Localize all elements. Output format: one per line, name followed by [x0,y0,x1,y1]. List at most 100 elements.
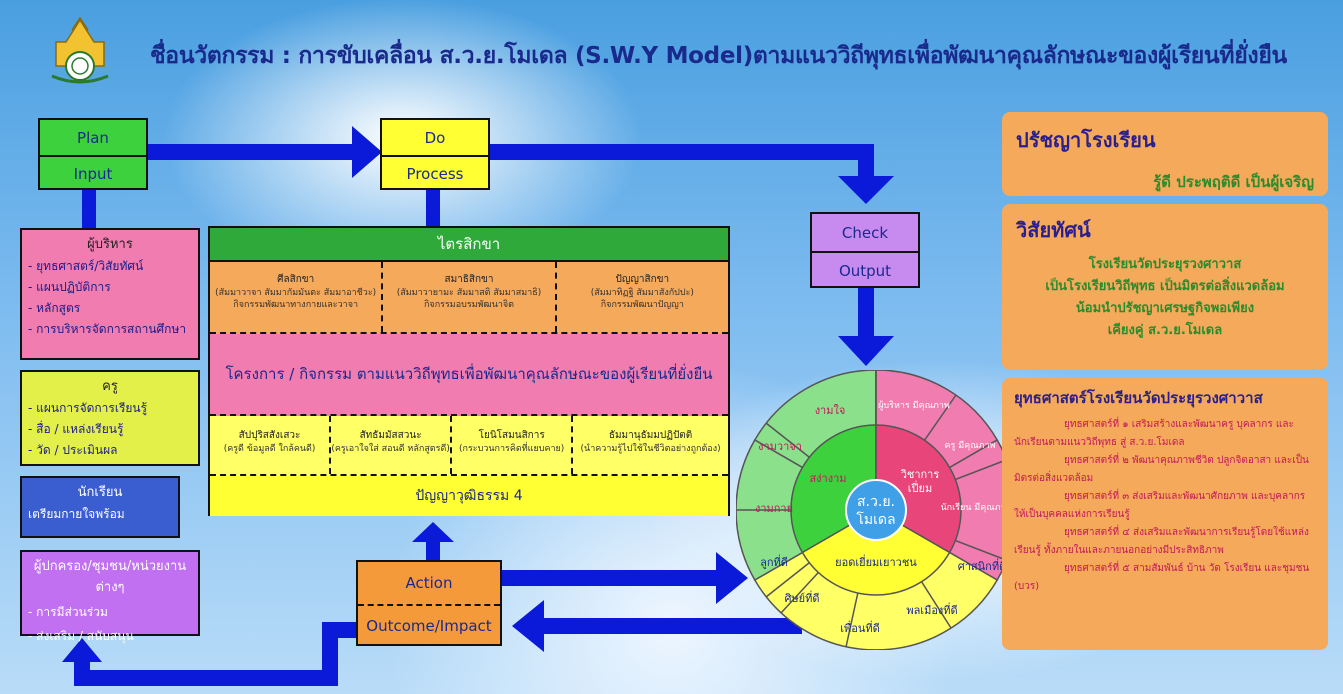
sikkha-row: ศีลสิกขา (สัมมาวาจา สัมมากัมมันตะ สัมมาอ… [210,262,728,334]
pink-outer-label: ผู้บริหาร มีคุณภาพ [878,400,950,411]
center-label-1: ส.ว.ย. [857,494,895,510]
yellow-outer-label: ลูกที่ดี [760,554,788,569]
administrators-title: ผู้บริหาร [87,237,133,252]
sikkha-name: สมาธิสิกขา [444,274,494,285]
sikkha-activity: กิจกรรมพัฒนาปัญญา [600,300,684,310]
wisdom-item-4: ธัมมานุธัมมปฏิปัตติ (นำความรู้ไปใช้ในชีว… [573,416,728,474]
vision-line: โรงเรียนวัดประยุรวงศาวาส [1088,257,1242,272]
do-box: Do Process [380,118,490,190]
pink-outer-label: นักเรียน มีคุณภาพ [940,502,1011,513]
arrow-plan-to-do [148,144,358,160]
projects-text: โครงการ / กิจกรรม ตามแนววิถีพุทธเพื่อพัฒ… [210,334,728,416]
vision-panel: วิสัยทัศน์ โรงเรียนวัดประยุรวงศาวาส เป็น… [1002,204,1328,370]
vision-line: น้อมนำปรัชญาเศรษฐกิจพอเพียง [1075,301,1255,316]
do-label: Do [382,120,488,157]
yellow-outer-label: เพื่อนที่ดี [840,620,880,635]
vision-line: เป็นโรงเรียนวิถีพุทธ เป็นมิตรต่อสิ่งแวดล… [1045,279,1285,294]
list-item: - ส่งเสริม / สนับสนุน [28,629,134,643]
trisikkha-header: ไตรสิกขา [210,228,728,262]
arrow-check-to-wheel [858,288,874,340]
action-label: Action [358,562,500,606]
wisdom-row: สัปปุริสสังเสวะ (ครูดี ข้อมูลดี ใกล้คนดี… [210,416,728,476]
students-box: นักเรียน เตรียมกายใจพร้อม [20,476,180,538]
arrow-action-loop [74,622,356,686]
arrowhead-check-to-wheel [838,336,894,366]
output-label: Output [838,261,892,280]
arrowhead-plan-to-do [352,126,382,178]
strategy-line: ยุทธศาสตร์ที่ ๔ ส่งเสริมและพัฒนาการเรียน… [1014,527,1309,556]
wisdom-detail: (นำความรู้ไปใช้ในชีวิตอย่างถูกต้อง) [580,444,721,454]
green-inner-label: สง่างาม [809,472,846,485]
arrowhead-action-loop [62,638,102,662]
yellow-inner-sector [801,509,951,596]
arrow-plan-down [82,190,96,230]
wisdom-item-3: โยนิโสมนสิการ (กระบวนการคิดที่แยบคาย) [452,416,574,474]
wisdom-item-2: สัทธัมมัสสวนะ (ครูเอาใจใส่ สอนดี หลักสูต… [331,416,453,474]
philosophy-heading: ปรัชญาโรงเรียน [1016,128,1156,152]
arrowhead-action-to-process [412,522,454,542]
school-logo-icon [51,16,109,84]
plan-box: Plan Input [38,118,148,190]
community-title: ผู้ปกครอง/ชุมชน/หน่วยงานต่างๆ [33,559,187,595]
pink-inner-label-2: เปี่ยม [908,480,932,495]
strategy-panel: ยุทธศาสตร์โรงเรียนวัดประยุรวงศาวาส ยุทธศ… [1002,378,1328,650]
arrow-do-to-trisikkha [426,186,440,226]
yellow-inner-label: ยอดเยี่ยมเยาวชน [835,554,917,569]
yellow-outer-label: พลเมืองที่ดี [906,602,957,617]
list-item: - แผนปฏิบัติการ [28,280,111,294]
wisdom-name: สัทธัมมัสสวนะ [359,430,422,441]
strategy-line: ยุทธศาสตร์ที่ ๓ ส่งเสริมและพัฒนาศักยภาพ … [1014,491,1306,520]
list-item: เตรียมกายใจพร้อม [28,507,125,521]
sikkha-activity: กิจกรรมพัฒนาทางกายและวาจา [233,300,359,310]
strategy-line: ยุทธศาสตร์ที่ ๕ สามสัมพันธ์ บ้าน วัด โรง… [1014,563,1310,592]
action-box: Action Outcome/Impact [356,560,502,646]
list-item: - สื่อ / แหล่งเรียนรู้ [28,422,124,436]
wheel-center [845,479,907,541]
wisdom-name: สัปปุริสสังเสวะ [238,430,301,441]
list-item: - การมีส่วนร่วม [28,605,108,619]
philosophy-panel: ปรัชญาโรงเรียน รู้ดี ประพฤติดี เป็นผู้เจ… [1002,112,1328,196]
wisdom-footer: ปัญญาวุฒิธรรม 4 [210,476,728,516]
sikkha-detail: (สัมมาวายามะ สัมมาสติ สัมมาสมาธิ) [396,288,542,298]
strategy-heading: ยุทธศาสตร์โรงเรียนวัดประยุรวงศาวาส [1014,389,1263,407]
strategy-line: ยุทธศาสตร์ที่ ๒ พัฒนาคุณภาพชีวิต ปลูกจิต… [1014,455,1309,484]
vision-text: โรงเรียนวัดประยุรวงศาวาส เป็นโรงเรียนวิถ… [1016,254,1314,342]
arrow-do-to-check [490,144,870,160]
wisdom-name: ธัมมานุธัมมปฏิปัตติ [608,430,693,441]
process-box: ไตรสิกขา ศีลสิกขา (สัมมาวาจา สัมมากัมมัน… [208,226,730,516]
sikkha-name: ปัญญาสิกขา [615,274,670,285]
swy-model-wheel: ส.ว.ย. โมเดล สง่างาม วิชาการ เปี่ยม ยอดเ… [736,370,1016,650]
wisdom-detail: (ครูเอาใจใส่ สอนดี หลักสูตรดี) [331,444,450,454]
students-title: นักเรียน [77,485,123,500]
check-label: Check [812,214,918,253]
sikkha-activity: กิจกรรมอบรมพัฒนาจิต [423,300,515,310]
input-label: Input [73,164,113,183]
plan-label: Plan [40,120,146,157]
center-label-2: โมเดล [856,511,895,528]
check-box: Check Output [810,212,920,288]
list-item: - วัด / ประเมินผล [28,443,118,457]
philosophy-text: รู้ดี ประพฤติดี เป็นผู้เจริญ [1153,173,1314,191]
arrow-wheel-to-action [540,618,802,634]
wisdom-detail: (กระบวนการคิดที่แยบคาย) [458,444,565,454]
green-outer-label: งามใจ [815,404,846,417]
panya-sikkha: ปัญญาสิกขา (สัมมาทิฏฐิ สัมมาสังกัปปะ) กิ… [557,262,728,332]
arrow-do-to-check-vertical [858,144,874,180]
strategy-line: ยุทธศาสตร์ที่ ๑ เสริมสร้างและพัฒนาครู บุ… [1014,419,1294,448]
green-outer-label: งามกาย [755,502,793,515]
pink-inner-label-1: วิชาการ [900,468,939,481]
green-outer-label: งามวาจา [758,440,802,453]
arrowhead-wheel-to-action [512,600,544,652]
list-item: - หลักสูตร [28,301,81,315]
list-item: - แผนการจัดการเรียนรู้ [28,401,148,415]
samadhi-sikkha: สมาธิสิกขา (สัมมาวายามะ สัมมาสติ สัมมาสม… [383,262,557,332]
yellow-outer-label: ศิษย์ที่ดี [784,590,819,605]
list-item: - ยุทธศาสตร์/วิสัยทัศน์ [28,259,144,273]
arrow-action-to-process [426,540,440,560]
outcome-impact-label: Outcome/Impact [366,617,492,635]
community-box: ผู้ปกครอง/ชุมชน/หน่วยงานต่างๆ - การมีส่ว… [20,550,200,643]
sila-sikkha: ศีลสิกขา (สัมมาวาจา สัมมากัมมันตะ สัมมาอ… [210,262,384,332]
wisdom-name: โยนิโสมนสิการ [478,430,545,441]
teachers-box: ครู - แผนการจัดการเรียนรู้ - สื่อ / แหล่… [20,370,200,466]
